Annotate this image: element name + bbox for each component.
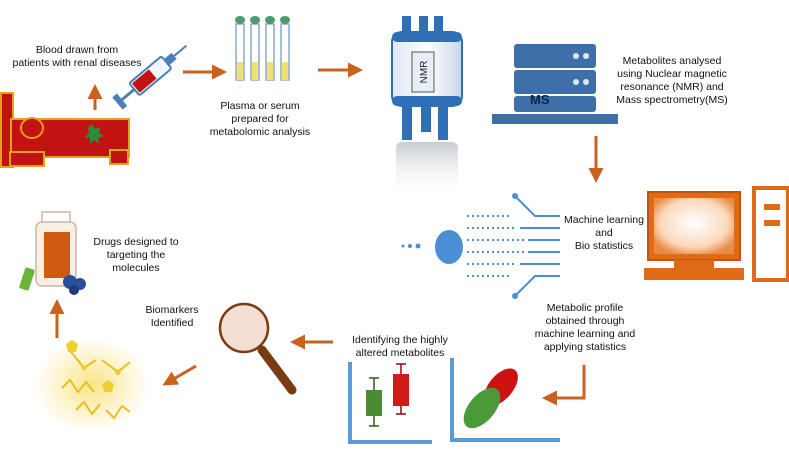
- biomarkers-label-line-2: Identified: [150, 317, 194, 329]
- ellipse-cluster-plot-icon: [450, 358, 560, 442]
- plasma-label-line-1: Plasma or serum: [220, 100, 300, 112]
- blood-label-line-2: patients with renal diseases: [12, 57, 142, 69]
- arrow-magnifier-to-biomarkers: [162, 364, 197, 386]
- mass-spectrometer-icon: MS: [492, 44, 618, 124]
- test-tubes-icon: [235, 16, 290, 81]
- biomarkers-label-line-1: Biomarkers: [145, 304, 199, 316]
- profile-label-line-1: Metabolic profile: [546, 302, 624, 314]
- altered-metabolites-label: Identifying the highly altered metabolit…: [340, 334, 460, 360]
- plasma-label-line-2: prepared for: [231, 113, 289, 125]
- nmr-machine-icon: NMR: [391, 16, 463, 198]
- biomarker-molecules-icon: [34, 337, 150, 433]
- metabolites-label-line-4: Mass spectrometry(MS): [616, 94, 728, 106]
- profile-label-line-2: obtained through: [545, 315, 625, 327]
- profile-label-line-4: applying statistics: [543, 341, 627, 353]
- altered-label-line-1: Identifying the highly: [352, 334, 448, 346]
- plasma-serum-label: Plasma or serum prepared for metabolomic…: [208, 100, 312, 139]
- profile-label-line-3: machine learning and: [534, 328, 636, 340]
- metabolites-label-line-3: resonance (NMR) and: [620, 81, 724, 93]
- drugs-label-line-3: molecules: [112, 262, 160, 274]
- arrow-profile-to-ellipses: [542, 365, 586, 406]
- metabolites-label-line-2: using Nuclear magnetic: [617, 68, 727, 80]
- blood-label-line-1: Blood drawn from: [35, 44, 119, 56]
- machine-learning-label: Machine learning and Bio statistics: [556, 214, 652, 253]
- magnifying-glass-icon: [218, 302, 297, 395]
- ml-label-line-1: Machine learning: [564, 214, 644, 226]
- syringe-icon: [112, 44, 188, 110]
- drugs-label-line-2: targeting the: [106, 249, 166, 261]
- machine-learning-network-icon: [401, 193, 560, 299]
- drug-bottle-icon: [19, 211, 86, 295]
- blood-drawn-label: Blood drawn from patients with renal dis…: [2, 44, 152, 70]
- metabolites-label-line-1: Metabolites analysed: [622, 55, 722, 67]
- ms-label: MS: [530, 92, 550, 107]
- ml-label-line-2: and: [595, 227, 613, 239]
- metabolic-profile-label: Metabolic profile obtained through machi…: [526, 302, 644, 354]
- metabolites-analysed-label: Metabolites analysed using Nuclear magne…: [614, 55, 730, 107]
- boxplot-chart-icon: [348, 362, 432, 444]
- altered-label-line-2: altered metabolites: [355, 347, 445, 359]
- biomarkers-identified-label: Biomarkers Identified: [132, 304, 212, 330]
- flow-arrows: [49, 62, 604, 406]
- plasma-label-line-3: metabolomic analysis: [209, 126, 311, 138]
- drugs-designed-label: Drugs designed to targeting the molecule…: [84, 236, 188, 275]
- ml-label-line-3: Bio statistics: [574, 240, 634, 252]
- nmr-label: NMR: [419, 61, 430, 84]
- patient-bed-icon: [0, 92, 130, 168]
- drugs-label-line-1: Drugs designed to: [93, 236, 179, 248]
- computer-icon: [644, 186, 789, 282]
